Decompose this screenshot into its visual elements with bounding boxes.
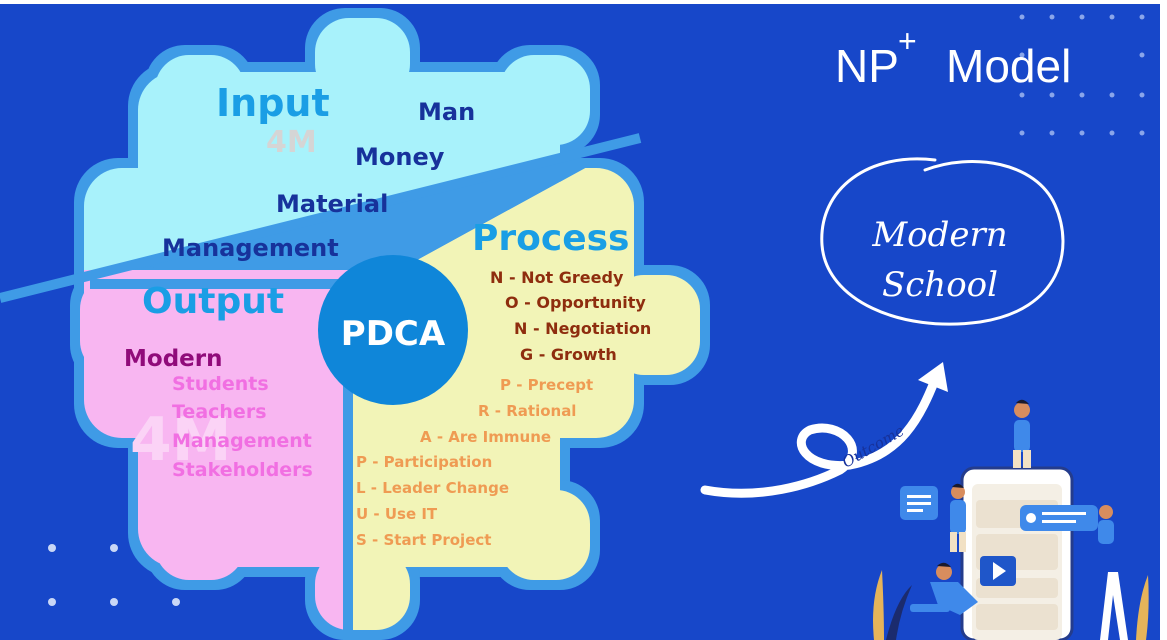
pdca-label: PDCA [341,314,446,354]
output-4m-watermark: 4M [130,405,231,475]
output-item-stakeholders: Stakeholders [172,459,313,481]
process-para-p: P - Precept [500,376,593,394]
chat-bubble-icons [900,486,1098,531]
plant-decorations [873,570,1149,640]
process-para-r: R - Rational [478,402,576,420]
pdca-circle [318,255,468,405]
output-item-management: Management [172,430,312,452]
output-heading: Output [142,281,284,322]
process-nong-n1: N - Not Greedy [490,268,624,287]
output-modern-label: Modern [124,346,222,372]
process-plus-u: U - Use IT [356,505,438,523]
result-line2: School [882,265,998,305]
process-nong-g: G - Growth [520,345,617,364]
process-heading: Process [472,218,629,259]
title-plus-superscript: + [898,23,917,59]
title-model: Model [946,40,1071,92]
process-nong-n2: N - Negotiation [514,319,651,338]
input-item-management: Management [162,234,339,262]
top-edge [0,0,1167,4]
process-plus-p: P - Participation [356,453,492,471]
process-nong-o: O - Opportunity [505,293,646,312]
process-plus-l: L - Leader Change [356,479,509,497]
dot-grid-bottom-left [48,544,180,606]
output-item-teachers: Teachers [172,401,267,423]
input-heading: Input [216,81,330,125]
modern-school-oval [820,157,1065,326]
dot-grid-top-right [1019,14,1145,136]
output-item-students: Students [172,373,269,395]
process-para-a: A - Are Immune [420,428,551,446]
input-4m-label: 4M [266,125,317,160]
outcome-arrow-line [700,367,943,498]
people-figures [910,399,1114,615]
phone-illustration [960,466,1074,640]
right-edge [1160,0,1167,640]
input-item-material: Material [276,190,388,218]
process-plus-s: S - Start Project [356,531,491,549]
result-line1: Modern [871,215,1007,255]
outcome-arrowhead [918,362,948,392]
input-item-money: Money [355,143,445,171]
output-section [80,270,348,630]
title-np: NP [835,40,899,92]
input-item-man: Man [418,98,475,126]
divider-input-process [0,133,642,303]
